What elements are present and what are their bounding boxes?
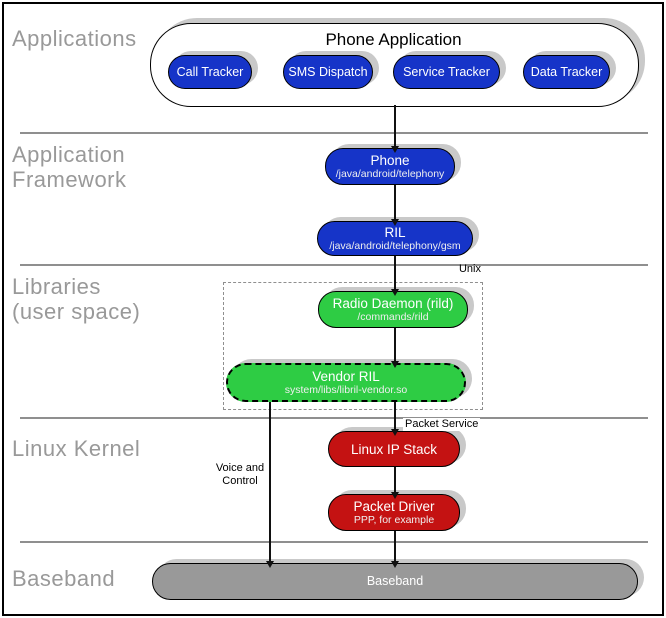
unix-label: Unix — [458, 263, 481, 275]
arrow-phone-to-ril — [391, 185, 399, 226]
node-vendor-ril: Vendor RIL system/libs/libril-vendor.so — [226, 363, 466, 402]
node-radio-daemon-subtitle: /commands/rild — [357, 311, 429, 323]
node-ril-title: RIL — [384, 225, 406, 240]
node-baseband-title: Baseband — [366, 574, 424, 588]
app-pill-call-tracker: Call Tracker — [168, 55, 252, 89]
node-packet-driver: Packet Driver PPP, for example — [328, 494, 460, 531]
layer-label-line: Application — [12, 142, 126, 167]
arrowhead-icon — [391, 361, 399, 368]
layer-label-linux-kernel: Linux Kernel — [12, 436, 141, 461]
layer-label-line: Framework — [12, 167, 127, 192]
voice-control-line: Voice and — [215, 462, 265, 474]
app-pill-service-tracker: Service Tracker — [393, 55, 500, 89]
packet-service-label: Packet Service — [403, 418, 481, 431]
node-phone: Phone /java/android/telephony — [325, 148, 455, 185]
node-vendor-ril-title: Vendor RIL — [312, 369, 380, 384]
node-linux-ip-stack-title: Linux IP Stack — [350, 441, 438, 457]
layer-label-line: Libraries — [12, 274, 101, 299]
divider-libraries-kernel — [20, 417, 648, 419]
node-phone-subtitle: /java/android/telephony — [335, 168, 445, 180]
arrow-phoneapp-to-phone — [391, 105, 399, 153]
divider-kernel-baseband — [20, 541, 648, 543]
arrow-ril-to-radio-daemon — [391, 256, 399, 296]
node-ril-subtitle: /java/android/telephony/gsm — [329, 240, 461, 252]
node-radio-daemon: Radio Daemon (rild) /commands/rild — [318, 291, 468, 328]
layer-label-baseband: Baseband — [12, 566, 116, 591]
divider-framework-libraries — [20, 264, 648, 266]
arrowhead-icon — [391, 146, 399, 153]
layer-label-line: (user space) — [12, 299, 141, 324]
node-phone-title: Phone — [370, 153, 410, 168]
unix-boundary-box — [223, 282, 483, 410]
node-vendor-ril-subtitle: system/libs/libril-vendor.so — [284, 384, 408, 396]
node-baseband: Baseband — [152, 563, 638, 600]
node-packet-driver-subtitle: PPP, for example — [353, 514, 435, 526]
arrow-vendor-ril-to-ip-stack — [391, 402, 399, 436]
arrowhead-icon — [391, 561, 399, 568]
app-pill-data-tracker: Data Tracker — [523, 55, 610, 89]
node-packet-driver-title: Packet Driver — [353, 499, 435, 514]
arrow-vendor-ril-to-baseband-voice — [266, 402, 274, 568]
divider-applications-framework — [20, 132, 648, 134]
voice-control-line: Control — [222, 474, 258, 487]
arrow-packet-driver-to-baseband — [391, 531, 399, 568]
arrowhead-icon — [266, 561, 274, 568]
app-pill-sms-dispatch: SMS Dispatch — [283, 55, 373, 89]
node-ril: RIL /java/android/telephony/gsm — [317, 221, 473, 256]
arrowhead-icon — [391, 219, 399, 226]
layer-label-libraries: Libraries(user space) — [12, 274, 140, 324]
arrow-ip-stack-to-packet-driver — [391, 467, 399, 499]
node-radio-daemon-title: Radio Daemon (rild) — [332, 296, 454, 311]
node-linux-ip-stack: Linux IP Stack — [328, 431, 460, 467]
layer-label-applications: Applications — [12, 26, 137, 51]
arrow-radio-daemon-to-vendor-ril — [391, 328, 399, 368]
arrowhead-icon — [391, 492, 399, 499]
phone-application-title: Phone Application — [325, 30, 462, 49]
arrowhead-icon — [391, 289, 399, 296]
arrowhead-icon — [391, 429, 399, 436]
